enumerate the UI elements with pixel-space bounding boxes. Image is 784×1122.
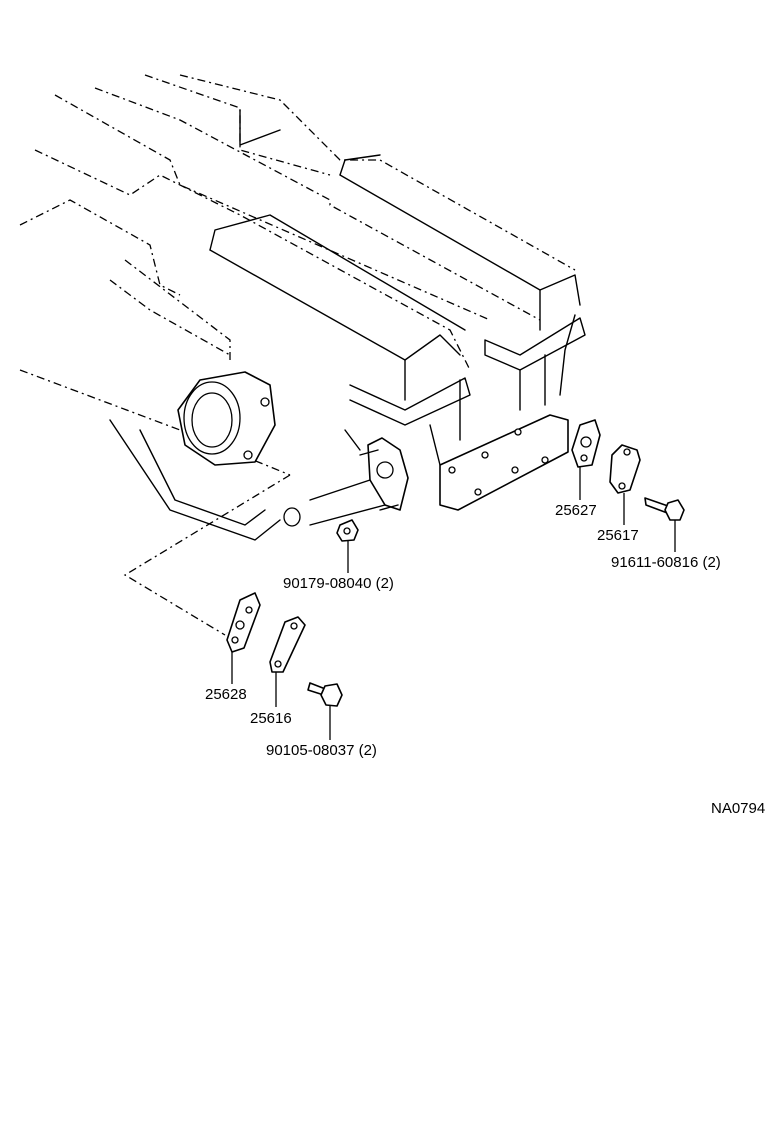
figure-code: NA0794 [711, 800, 766, 817]
nut-shape [336, 519, 359, 542]
plate-lower-shape [269, 616, 306, 673]
bolt-lower-shape [307, 682, 343, 707]
manifold-flange [429, 314, 576, 511]
cam-cover [209, 109, 586, 426]
part-number-label: 90105-08037 (2) [266, 742, 377, 759]
gasket-lower-shape [226, 592, 261, 653]
part-number-label: 90179-08040 (2) [283, 575, 394, 592]
part-number-label: 25627 [555, 502, 597, 519]
leader-lines [231, 466, 676, 740]
part-number-label: 25616 [250, 710, 292, 727]
part-number-label: 25628 [205, 686, 247, 703]
part-number-label: 25617 [597, 527, 639, 544]
gasket-upper-shape [571, 419, 601, 468]
egr-pipe-flange [309, 429, 409, 526]
part-number-label: 91611-60816 (2) [611, 554, 721, 571]
exhaust-port [109, 371, 301, 541]
bolt-upper-shape [644, 497, 685, 521]
plate-upper-shape [609, 444, 641, 494]
engine-block-outline [19, 74, 576, 636]
